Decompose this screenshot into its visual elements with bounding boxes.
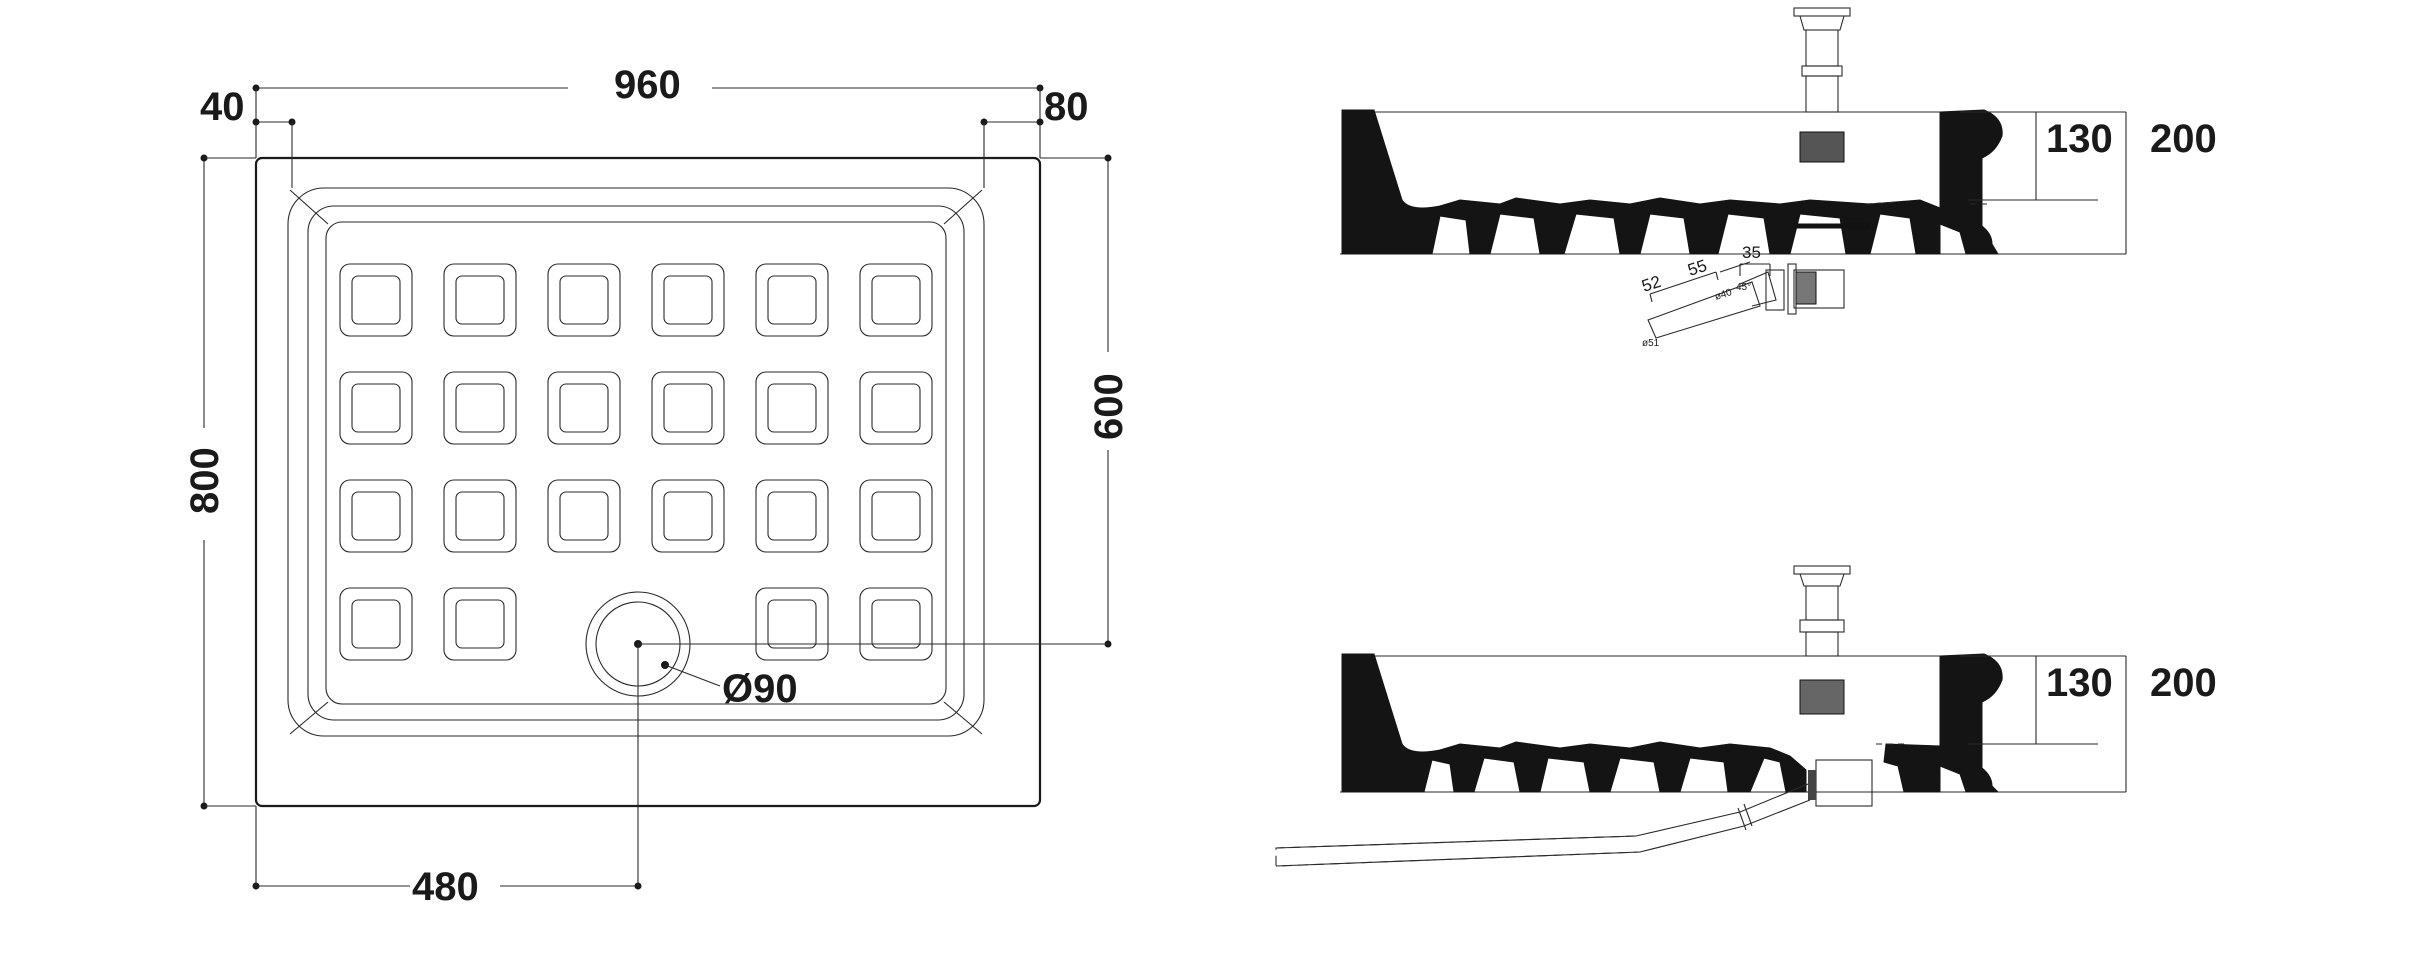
- anti-slip-pad: [339, 587, 413, 661]
- tray-wall-right: [1939, 109, 2003, 255]
- anti-slip-pad-inner: [767, 491, 817, 541]
- anti-slip-pads: [339, 263, 933, 661]
- drain-diameter-label: Ø90: [722, 667, 798, 711]
- inner-depth-bottom: 130: [2046, 661, 2113, 705]
- anti-slip-pad-inner: [767, 383, 817, 433]
- anti-slip-pad-inner: [663, 275, 713, 325]
- total-height-top: 200: [2150, 117, 2217, 161]
- anti-slip-pad: [859, 587, 933, 661]
- drain-offset-width-dimension: 480: [412, 865, 479, 909]
- pipe-dim-35: 35: [1742, 243, 1761, 262]
- tray-rim-inner: [307, 205, 965, 721]
- inner-depth-top: 130: [2046, 117, 2113, 161]
- tray-rim-outer: [287, 187, 985, 737]
- tray-base-b: [1401, 741, 1807, 793]
- height-dimension: 800: [183, 447, 227, 514]
- anti-slip-pad: [859, 371, 933, 445]
- anti-slip-pad-inner: [767, 275, 817, 325]
- tray-wall-left-b: [1341, 653, 1403, 793]
- anti-slip-pad: [859, 479, 933, 553]
- tray-wall-left: [1341, 109, 1403, 255]
- pipe-dia-51: ø51: [1642, 338, 1660, 349]
- anti-slip-pad: [443, 479, 517, 553]
- anti-slip-pad: [443, 371, 517, 445]
- anti-slip-pad: [755, 371, 829, 445]
- section-view-bottom: 130 200: [1275, 565, 2217, 867]
- anti-slip-pad-inner: [455, 491, 505, 541]
- anti-slip-pad-inner: [455, 383, 505, 433]
- anti-slip-pad-inner: [559, 383, 609, 433]
- anti-slip-pad: [651, 371, 725, 445]
- section-view-top: 52 55 35 ø40 ø51 45° 130 200: [1340, 7, 2217, 349]
- left-margin-dimension: 40: [200, 85, 245, 129]
- anti-slip-pad: [339, 263, 413, 337]
- right-margin-dimension: 80: [1044, 85, 1089, 129]
- pipe-dim-52: 52: [1639, 272, 1663, 296]
- pipe-dia-40: ø40: [1714, 287, 1734, 303]
- anti-slip-pad-inner: [351, 383, 401, 433]
- anti-slip-pad: [547, 263, 621, 337]
- anti-slip-pad-inner: [559, 491, 609, 541]
- total-height-bottom: 200: [2150, 661, 2217, 705]
- anti-slip-pad: [859, 263, 933, 337]
- anti-slip-pad-inner: [351, 491, 401, 541]
- anti-slip-pad-inner: [767, 599, 817, 649]
- anti-slip-pad-inner: [871, 383, 921, 433]
- anti-slip-pad: [755, 479, 829, 553]
- anti-slip-pad-inner: [455, 275, 505, 325]
- anti-slip-pad-inner: [871, 491, 921, 541]
- anti-slip-pad-inner: [559, 275, 609, 325]
- drain-cap: [1793, 7, 1851, 17]
- tray-wall-right-b: [1939, 653, 2003, 793]
- width-dimension: 960: [614, 63, 681, 107]
- anti-slip-pad: [547, 479, 621, 553]
- tray-floor: [325, 221, 947, 705]
- anti-slip-pad-inner: [351, 599, 401, 649]
- pipe-angle: 45°: [1736, 282, 1751, 293]
- anti-slip-pad: [755, 587, 829, 661]
- anti-slip-pad: [651, 479, 725, 553]
- anti-slip-pad: [443, 263, 517, 337]
- drain-offset-height-dimension: 600: [1087, 373, 1131, 440]
- anti-slip-pad-inner: [663, 383, 713, 433]
- anti-slip-pad: [547, 371, 621, 445]
- tray-base-right-b: [1883, 743, 1941, 793]
- anti-slip-pad-inner: [351, 275, 401, 325]
- drain-thread: [1799, 131, 1845, 163]
- anti-slip-pad-inner: [455, 599, 505, 649]
- anti-slip-pad-inner: [871, 275, 921, 325]
- plan-view: Ø90 960 40 80 800 60: [183, 63, 1131, 909]
- anti-slip-pad: [339, 371, 413, 445]
- anti-slip-pad-inner: [663, 491, 713, 541]
- anti-slip-pad: [755, 263, 829, 337]
- anti-slip-pad: [651, 263, 725, 337]
- tray-outline: [254, 156, 1042, 808]
- pipe-dim-55: 55: [1685, 256, 1709, 280]
- anti-slip-pad: [443, 587, 517, 661]
- anti-slip-pad: [339, 479, 413, 553]
- tray-base: [1401, 197, 1941, 255]
- anti-slip-pad-inner: [871, 599, 921, 649]
